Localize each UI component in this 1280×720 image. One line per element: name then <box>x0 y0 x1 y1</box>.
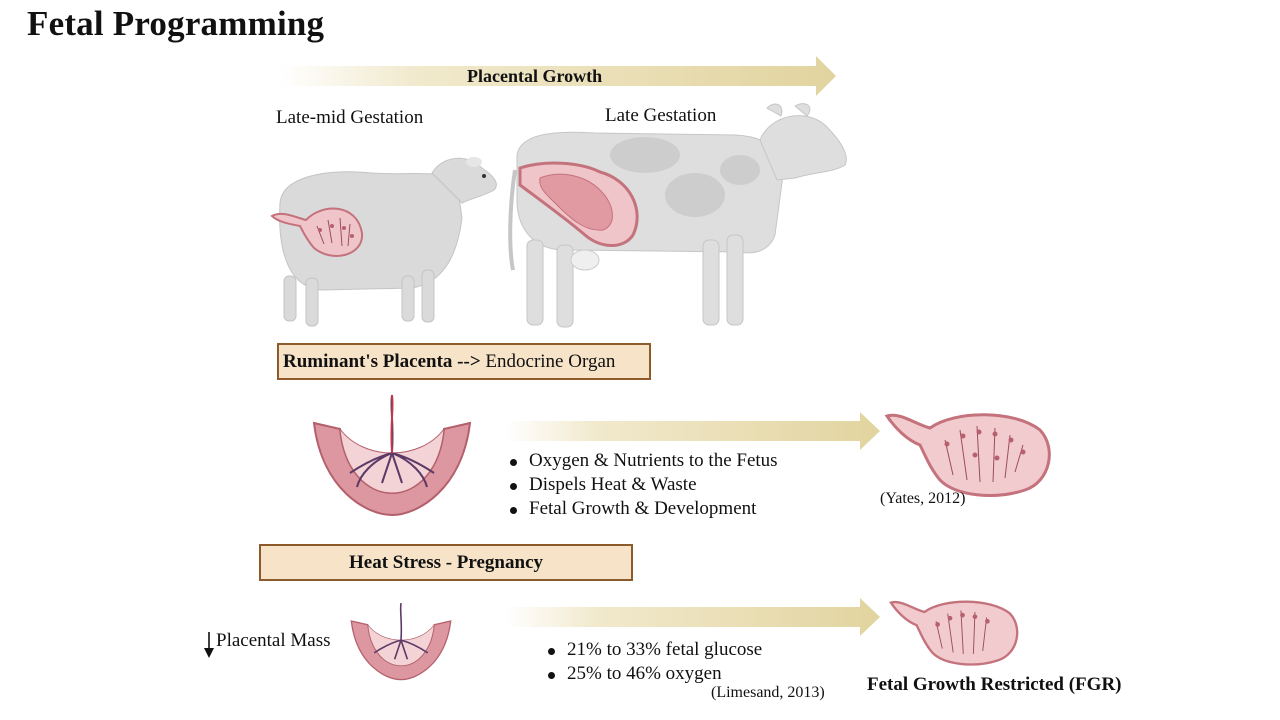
placenta-endocrine-box: Ruminant's Placenta --> Endocrine Organ <box>277 343 651 380</box>
reduction-item: 21% to 33% fetal glucose <box>547 639 763 660</box>
reductions-list: 21% to 33% fetal glucose 25% to 46% oxyg… <box>545 638 762 686</box>
heat-stress-label: Heat Stress - Pregnancy <box>348 551 544 573</box>
stage-label-late-mid: Late-mid Gestation <box>276 107 424 128</box>
function-item: Fetal Growth & Development <box>510 497 778 521</box>
stage-label-late: Late Gestation <box>605 105 717 126</box>
placenta-cross-section-small <box>350 603 452 681</box>
placenta-endocrine-plain: Endocrine Organ <box>480 350 616 372</box>
placental-growth-label: Placental Growth <box>467 66 603 86</box>
placental-mass-label: Placental Mass <box>216 630 331 651</box>
placenta-cross-section-large <box>312 394 472 517</box>
uterus-placentome-restricted <box>889 600 1019 666</box>
function-item: Oxygen & Nutrients to the Fetus <box>510 450 778 471</box>
down-arrow-icon <box>204 632 214 658</box>
heat-stress-box: Heat Stress - Pregnancy <box>259 544 633 581</box>
placenta-functions-list: Oxygen & Nutrients to the Fetus Dispels … <box>507 449 778 521</box>
sheep-illustration <box>270 157 497 327</box>
citation-limesand: (Limesand, 2013) <box>711 684 825 701</box>
placenta-endocrine-bold: Ruminant's Placenta --> <box>283 350 481 372</box>
heat-stress-arrow <box>505 598 880 636</box>
function-item: Dispels Heat & Waste <box>510 473 778 497</box>
cow-illustration <box>508 103 847 328</box>
fgr-label: Fetal Growth Restricted (FGR) <box>867 674 1122 695</box>
citation-yates: (Yates, 2012) <box>880 490 966 507</box>
uterus-placentome-normal <box>884 413 1051 497</box>
placental-growth-arrow <box>280 56 836 96</box>
page-title: Fetal Programming <box>27 4 325 43</box>
reduction-item: 25% to 46% oxygen <box>547 662 762 686</box>
function-arrow <box>505 412 880 450</box>
